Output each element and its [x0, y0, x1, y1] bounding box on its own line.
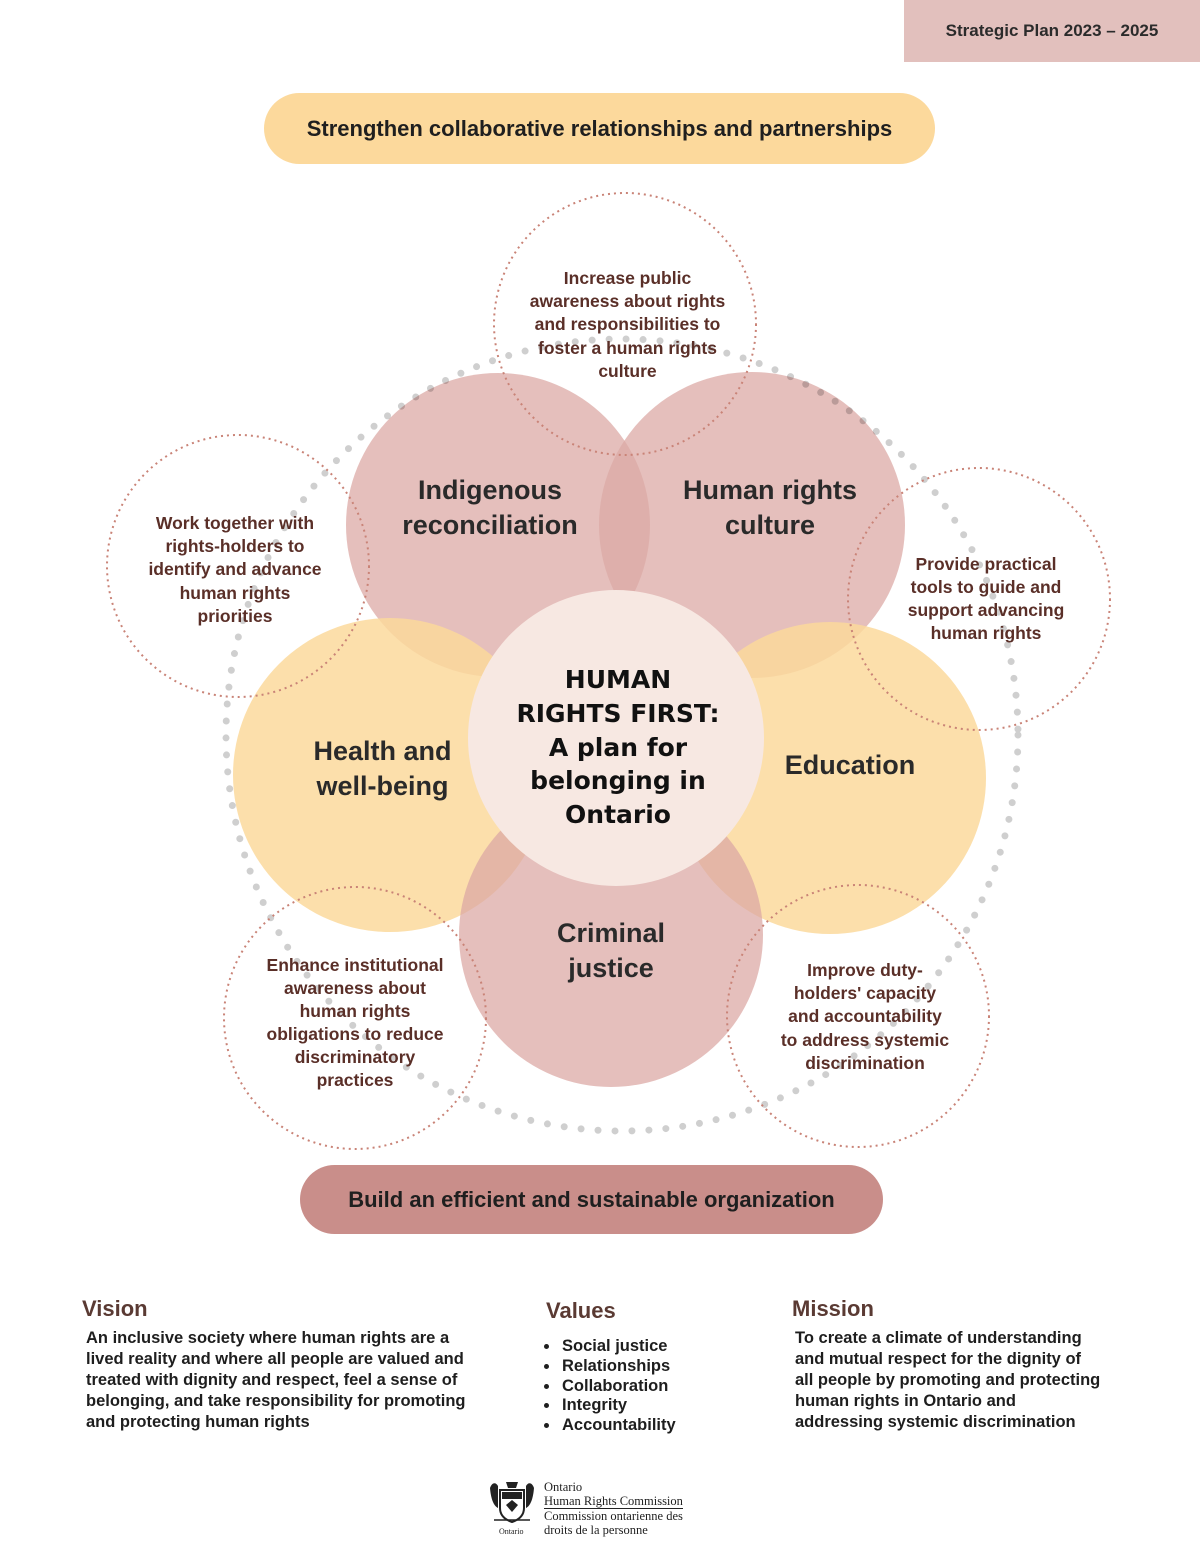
priority-bottom: Build an efficient and sustainable organ… — [300, 1165, 883, 1234]
goal-awareness: Increase public awareness about rights a… — [529, 268, 726, 381]
area-education: Education — [784, 750, 916, 781]
crest-caption: Ontario — [499, 1527, 524, 1536]
circle-health — [233, 618, 547, 932]
plan-label: Strategic Plan 2023 – 2025 — [904, 0, 1200, 62]
value-item: Integrity — [560, 1396, 760, 1416]
value-item: Social justice — [560, 1337, 760, 1357]
circle-culture — [599, 372, 905, 678]
goal-circle-tools — [847, 467, 1111, 731]
goal-circle-institutional — [223, 886, 487, 1150]
logo-wordmark: Ontario Human Rights Commission Commissi… — [544, 1480, 683, 1537]
values-title: Values — [546, 1298, 616, 1323]
ohrc-logo: Ontario Ontario Human Rights Commission … — [486, 1478, 716, 1538]
goal-duty-holders: Improve duty- holders' capacity and acco… — [780, 960, 950, 1073]
priority-top: Strengthen collaborative relationships a… — [264, 93, 935, 164]
goal-institutional: Enhance institutional awareness about hu… — [266, 954, 444, 1091]
goal-circle-duty-holders — [726, 884, 990, 1148]
goal-tools: Provide practical tools to guide and sup… — [907, 553, 1065, 644]
ontario-crest-icon — [490, 1482, 534, 1524]
goal-circle-awareness — [493, 192, 757, 456]
mission-text: To create a climate of understanding and… — [795, 1329, 1101, 1432]
outer-dotted-ring — [222, 335, 1022, 1135]
values-list: Social justice Relationships Collaborati… — [538, 1337, 760, 1436]
goal-circle-rights-holders — [106, 434, 370, 698]
value-item: Collaboration — [560, 1377, 760, 1397]
vision-title: Vision — [82, 1296, 148, 1321]
value-item: Relationships — [560, 1357, 760, 1377]
vision-text: An inclusive society where human rights … — [86, 1329, 466, 1432]
center-title: HUMAN RIGHTS FIRST: A plan for belonging… — [516, 665, 720, 830]
center-circle — [468, 590, 764, 886]
mission-title: Mission — [792, 1296, 874, 1321]
value-item: Accountability — [560, 1416, 760, 1436]
goal-rights-holders: Work together with rights-holders to ide… — [148, 513, 322, 626]
